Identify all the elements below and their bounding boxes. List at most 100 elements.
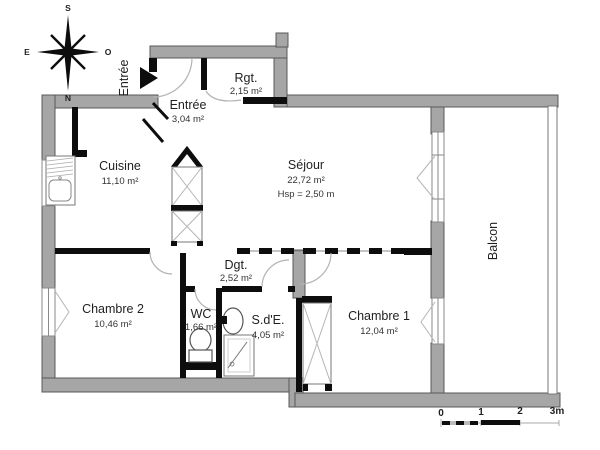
shower-inner-icon	[227, 338, 251, 373]
cuisine-name: Cuisine	[99, 159, 141, 173]
wall-balcony-divider-mid	[430, 220, 445, 299]
wall-cuisine-nook	[72, 107, 78, 154]
compass-e-label: E	[24, 47, 30, 57]
compass-west-point-icon	[68, 48, 99, 56]
wall-top-main	[286, 94, 559, 108]
interior-walls	[55, 58, 432, 392]
entrance-marker: Entrée	[117, 60, 158, 97]
entrance-label: Entrée	[117, 60, 131, 97]
compass-s-label: S	[65, 3, 71, 13]
wall-wc-top	[186, 286, 195, 292]
kitchen-drainer-hatch-icon	[46, 157, 74, 178]
sejour-area: 22,72 m²	[287, 175, 325, 186]
scale-2: 2	[517, 406, 523, 417]
duct-box-lower-x-icon	[171, 210, 203, 243]
window-sejour-casement-icon	[416, 155, 436, 201]
dgt-area: 2,52 m²	[220, 273, 252, 284]
balcon-name: Balcon	[486, 222, 500, 260]
wardrobe-foot-left	[303, 384, 308, 391]
wall-chambre1-left	[296, 298, 302, 392]
chambre2-name: Chambre 2	[82, 302, 144, 316]
scale-segments	[442, 420, 520, 425]
wall-entree-rgt	[201, 58, 207, 90]
sde-area: 4,05 m²	[252, 330, 284, 341]
scale-1: 1	[478, 407, 484, 418]
compass-o-label: O	[105, 47, 112, 57]
wall-sde-top-right	[288, 286, 295, 292]
sde-shower	[223, 334, 255, 377]
wall-left-upper	[41, 94, 56, 162]
compass-east-point-icon	[37, 48, 68, 56]
wall-wc-bottom-bar	[180, 362, 220, 370]
chambre1-area: 12,04 m²	[360, 326, 398, 337]
entrance-door-arc	[152, 57, 193, 98]
sejour-name: Séjour	[288, 158, 324, 172]
compass-north-point-icon	[64, 52, 72, 91]
chambre1-wardrobe	[302, 296, 332, 391]
door-leaf-entree-b	[141, 118, 165, 143]
wall-sde-top	[222, 286, 262, 292]
door-leaf-entree-a	[151, 101, 170, 121]
entrance-arrow-icon	[140, 67, 158, 89]
wall-vestibule-right	[273, 57, 288, 108]
compass-rose: S N E O	[24, 3, 112, 103]
basin-tap-icon	[222, 316, 227, 324]
scale-0: 0	[438, 408, 444, 419]
wall-top-stub	[275, 32, 289, 48]
wall-rgt-bottom	[243, 97, 287, 104]
duct-box-upper-x-icon	[171, 166, 203, 207]
wall-bottom-right	[294, 392, 561, 408]
shower-diagonal-icon	[227, 341, 248, 369]
duct-chevron-wall	[171, 145, 203, 170]
duct-foot-right	[197, 241, 203, 246]
wall-left-middle	[41, 204, 56, 290]
shower-tray-icon	[223, 334, 255, 377]
entrance-door-jamb	[149, 58, 157, 72]
wall-wc-left	[180, 253, 186, 378]
rgt-area: 2,15 m²	[230, 86, 262, 97]
chambre2-door-arc	[149, 251, 173, 275]
dgt-name: Dgt.	[225, 258, 248, 272]
door-arcs	[149, 57, 332, 311]
toilet-tank-icon	[188, 349, 213, 363]
balcony-railing	[547, 105, 558, 395]
wall-cuisine-nook-foot	[72, 150, 87, 157]
rgt-door-arc	[205, 90, 242, 102]
compass-diagonal-points-icon	[50, 34, 86, 70]
sde-name: S.d'E.	[252, 313, 285, 327]
wall-balcony-divider-bottom	[430, 342, 445, 394]
compass-south-point-icon	[64, 15, 72, 52]
rgt-name: Rgt.	[235, 71, 258, 85]
cuisine-area: 11,10 m²	[102, 176, 139, 187]
wall-balcony-divider-top	[430, 106, 445, 135]
compass-n-label: N	[65, 93, 71, 103]
entree-name: Entrée	[170, 98, 207, 112]
duct-foot-left	[171, 241, 177, 246]
sde-basin	[222, 307, 244, 335]
wall-top-left	[41, 94, 159, 109]
window-chambre1-casement-icon	[420, 301, 436, 343]
wall-bottom-left	[41, 377, 296, 393]
sde-door-arc	[261, 259, 290, 288]
wc-name: WC	[191, 307, 212, 321]
scale-bar: 0 1 2 3m	[438, 406, 564, 427]
duct-divider	[171, 205, 203, 211]
chambre1-door-arc	[299, 252, 332, 285]
kitchen-sink-unit	[45, 155, 76, 206]
wardrobe-x-icon	[302, 302, 332, 385]
window-chambre2-casement-icon	[54, 290, 70, 334]
shower-drain-icon	[229, 361, 235, 367]
wardrobe-foot-right	[325, 384, 332, 391]
wall-vestibule-top	[149, 45, 288, 59]
fixtures	[45, 155, 255, 377]
kitchen-sink-bowl-icon	[48, 179, 72, 202]
wardrobe-top-bar	[302, 296, 332, 303]
duct-column	[171, 145, 203, 246]
chambre1-name: Chambre 1	[348, 309, 410, 323]
entree-area: 3,04 m²	[172, 114, 204, 125]
wc-door-arc	[194, 288, 217, 311]
room-labels: Entrée 3,04 m² Rgt. 2,15 m² Cuisine 11,1…	[82, 71, 500, 341]
wall-sejour-dashed	[237, 248, 432, 255]
